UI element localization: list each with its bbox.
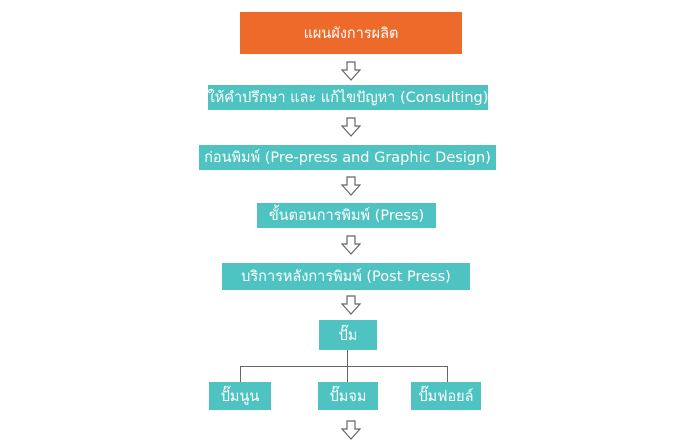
step-prepress: ก่อนพิมพ์ (Pre-press and Graphic Design) [199, 145, 496, 170]
down-arrow-icon [341, 176, 361, 196]
step-post-press-label: บริการหลังการพิมพ์ (Post Press) [241, 269, 451, 285]
step-stamping-label: ปั๊ม [338, 327, 358, 344]
down-arrow-icon [341, 295, 361, 315]
step-press-label: ขั้นตอนการพิมพ์ (Press) [268, 208, 425, 224]
down-arrow-icon [341, 235, 361, 255]
connector-branch-center [347, 366, 348, 382]
branch-foil-stamping-label: ปั๊มฟอยล์ [418, 388, 474, 405]
connector-vertical-trunk [347, 350, 348, 366]
down-arrow-icon [341, 61, 361, 81]
step-consulting: ให้คำปรึกษา และ แก้ไขปัญหา (Consulting) [208, 85, 488, 110]
down-arrow-icon [341, 420, 361, 440]
step-post-press: บริการหลังการพิมพ์ (Post Press) [222, 263, 470, 290]
down-arrow-icon [341, 117, 361, 137]
branch-embossing-label: ปั๊มนูน [220, 388, 260, 405]
flowchart-title: แผนผังการผลิต [303, 25, 399, 42]
branch-debossing: ปั๊มจม [318, 382, 378, 410]
branch-embossing: ปั๊มนูน [209, 382, 271, 410]
branch-debossing-label: ปั๊มจม [329, 388, 367, 405]
branch-foil-stamping: ปั๊มฟอยล์ [411, 382, 481, 410]
connector-branch-left [240, 366, 241, 382]
step-press: ขั้นตอนการพิมพ์ (Press) [257, 203, 436, 228]
connector-horizontal-bar [240, 366, 448, 367]
flowchart-title-box: แผนผังการผลิต [240, 12, 462, 54]
step-consulting-label: ให้คำปรึกษา และ แก้ไขปัญหา (Consulting) [207, 90, 489, 106]
connector-branch-right [447, 366, 448, 382]
step-stamping: ปั๊ม [319, 320, 377, 350]
step-prepress-label: ก่อนพิมพ์ (Pre-press and Graphic Design) [204, 150, 491, 166]
